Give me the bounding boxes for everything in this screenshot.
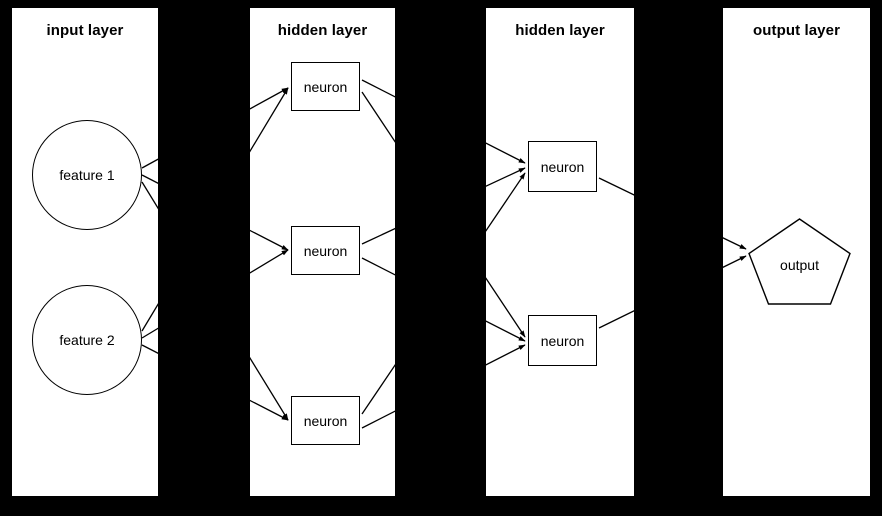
node-hidden1-neuron-1[interactable]: neuron <box>291 62 360 111</box>
gap-left-margin <box>0 0 12 516</box>
panel-input-layer <box>12 8 158 496</box>
title-hidden-layer-2: hidden layer <box>515 22 605 39</box>
gap-top-margin <box>0 0 882 8</box>
node-hidden1-neuron-3[interactable]: neuron <box>291 396 360 445</box>
node-hidden2-neuron-2[interactable]: neuron <box>528 315 597 366</box>
node-output[interactable]: output <box>748 218 851 305</box>
panel-hidden-layer-2 <box>486 8 634 496</box>
gap-bottom-margin <box>0 496 882 516</box>
node-feature-1[interactable]: feature 1 <box>32 120 142 230</box>
node-output-label: output <box>780 257 819 273</box>
gap-between-panels-1 <box>395 0 486 516</box>
gap-between-panels-2 <box>634 0 723 516</box>
gap-right-margin <box>870 0 882 516</box>
gap-between-panels-0 <box>158 0 250 516</box>
title-input-layer: input layer <box>46 22 124 39</box>
title-output-layer: output layer <box>752 22 841 39</box>
pentagon-icon <box>748 218 851 305</box>
node-hidden1-neuron-2[interactable]: neuron <box>291 226 360 275</box>
node-hidden2-neuron-1[interactable]: neuron <box>528 141 597 192</box>
title-hidden-layer-1: hidden layer <box>277 22 368 39</box>
node-feature-2[interactable]: feature 2 <box>32 285 142 395</box>
